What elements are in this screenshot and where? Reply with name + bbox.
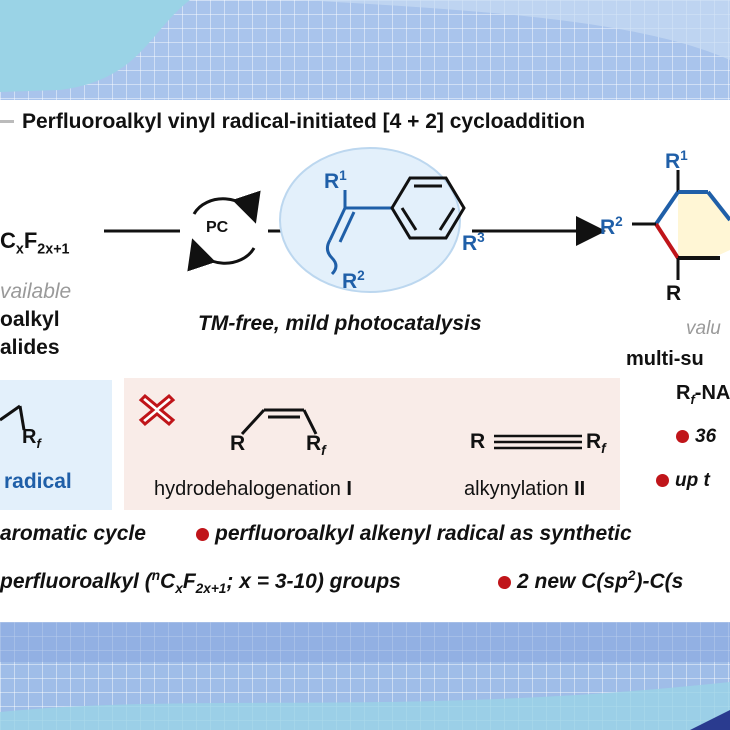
substrate-r3: R3	[462, 230, 485, 255]
left-line2: alides	[0, 336, 60, 359]
reaction-scheme	[104, 147, 730, 293]
product-valu: valu	[686, 318, 721, 339]
alkene-structure	[240, 408, 318, 436]
cycle-arrow-top	[192, 190, 261, 224]
product-r: R	[666, 282, 682, 305]
condition-label: TM-free, mild photocatalysis	[198, 312, 482, 335]
product-r2: R2	[600, 214, 623, 239]
product-stat2: up t	[656, 470, 710, 492]
bullet-radical-synthetic: perfluoroalkyl alkenyl radical as synthe…	[196, 522, 632, 546]
available-label: vailable	[0, 280, 72, 303]
alkyne-r: R	[470, 430, 486, 453]
bottom-wave-shape	[0, 622, 730, 730]
alkyne-rf: Rf	[586, 430, 606, 457]
cycle-arrow-bottom	[187, 238, 256, 272]
radical-box	[0, 380, 112, 510]
product-multi: multi-su	[626, 348, 704, 370]
alkynyl-label: alkynylation II	[464, 478, 586, 500]
left-line1: oalkyl	[0, 308, 60, 331]
alkyne-bond	[494, 434, 582, 450]
substrate-structure	[325, 190, 392, 276]
bullet-new-bonds: 2 new C(sp2)-C(s	[498, 568, 683, 594]
cross-icon	[138, 393, 176, 427]
hydro-label: hydrodehalogenation I	[154, 478, 352, 500]
product-structure	[632, 170, 730, 280]
substrate-ellipse	[279, 147, 461, 293]
radical-rf: Rf	[22, 426, 41, 451]
substrate-r1: R1	[324, 168, 347, 193]
substrate-r2: R2	[342, 268, 365, 293]
top-wave-shape	[0, 0, 730, 92]
side-products-box	[124, 378, 620, 510]
reagent-formula: CxF2x+1	[0, 228, 70, 258]
pc-label: PC	[206, 219, 229, 236]
benzene-ring	[390, 176, 466, 240]
bottom-background	[0, 622, 730, 730]
product-r1: R1	[665, 148, 688, 173]
product-rf-na: Rf-NA	[676, 382, 730, 407]
bullet-perfluoroalkyl: perfluoroalkyl (nCxF2x+1; x = 3-10) grou…	[0, 568, 401, 597]
hydro-rf: Rf	[306, 432, 326, 459]
title-dash	[0, 120, 14, 123]
top-background	[0, 0, 730, 100]
radical-label: radical	[4, 470, 72, 493]
hydro-r: R	[230, 432, 246, 455]
product-stat1: 36	[676, 426, 716, 448]
bullet-aromatic: aromatic cycle	[0, 522, 146, 545]
radical-structure	[0, 404, 26, 431]
page-title: Perfluoroalkyl vinyl radical-initiated […	[22, 110, 586, 133]
